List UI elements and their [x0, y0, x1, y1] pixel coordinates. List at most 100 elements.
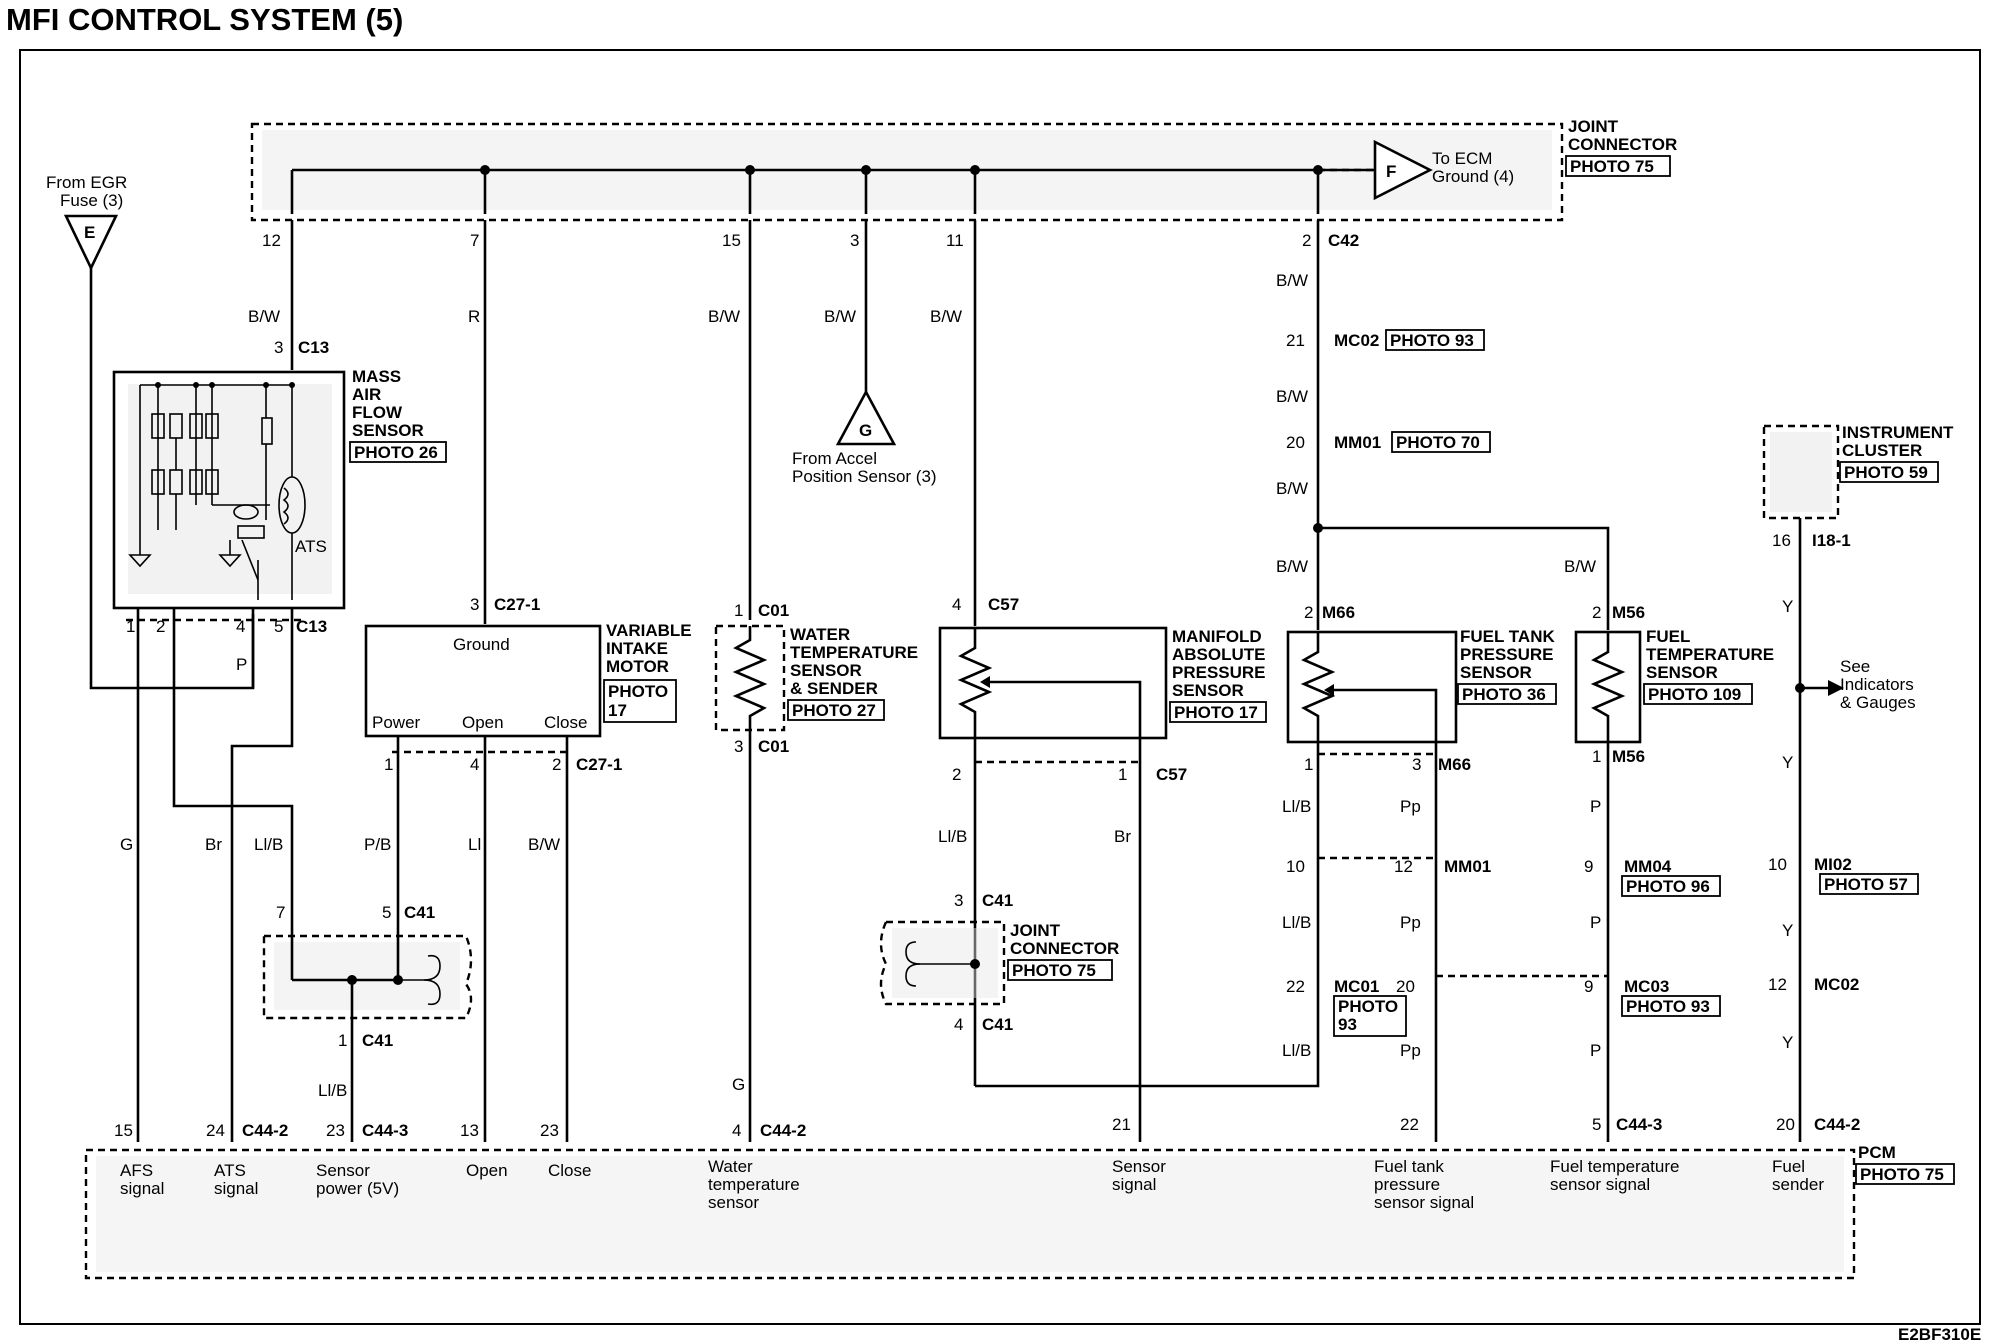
junction-dot [745, 165, 755, 175]
vim-power-label: Power [372, 713, 421, 732]
pin-number: 4 [470, 755, 479, 774]
connector-id: C41 [982, 891, 1013, 910]
wire-color: Ll/B [938, 827, 967, 846]
maf-title: SENSOR [352, 421, 424, 440]
connector-id: C44-3 [362, 1121, 408, 1140]
wire-color: P [1590, 913, 1601, 932]
photo-ref: PHOTO 26 [354, 443, 438, 462]
pin-number: 4 [236, 617, 245, 636]
pcm-pin-label: Sensor [316, 1161, 370, 1180]
wire-color: Pp [1400, 1041, 1421, 1060]
wire-color: P/B [364, 835, 391, 854]
ic-title: CLUSTER [1842, 441, 1922, 460]
pin-number: 15 [722, 231, 741, 250]
photo-ref: PHOTO [1338, 997, 1398, 1016]
pin-number: 10 [1286, 857, 1305, 876]
connector-id: C44-2 [1814, 1115, 1860, 1134]
pin-number: 23 [326, 1121, 345, 1140]
maf-title: FLOW [352, 403, 403, 422]
pcm-pin-label: Fuel [1772, 1157, 1805, 1176]
wire-color: P [1590, 1041, 1601, 1060]
pin-number: 2 [552, 755, 561, 774]
pin-number: 22 [1286, 977, 1305, 996]
shield-drain-icon [398, 954, 441, 981]
photo-ref: PHOTO 17 [1174, 703, 1258, 722]
junction-dot [861, 165, 871, 175]
pin-number: 3 [470, 595, 479, 614]
pin-number: 3 [734, 737, 743, 756]
connector-id: C44-3 [1616, 1115, 1662, 1134]
connector-id: C13 [296, 617, 327, 636]
connector-id: C27-1 [494, 595, 540, 614]
photo-ref: PHOTO 96 [1626, 877, 1710, 896]
map-title: MANIFOLD [1172, 627, 1262, 646]
pin-number: 5 [382, 903, 391, 922]
pcm-pin-label: sender [1772, 1175, 1824, 1194]
source-e-symbol: E [84, 223, 95, 242]
wire-color: Br [1114, 827, 1131, 846]
ground-f-symbol: F [1386, 162, 1396, 181]
ftp-title: FUEL TANK [1460, 627, 1555, 646]
wire-color: B/W [1276, 387, 1308, 406]
pin-number: 1 [1304, 755, 1313, 774]
pin-number: 5 [274, 617, 283, 636]
pin-number: 10 [1768, 855, 1787, 874]
junction-dot [970, 165, 980, 175]
pcm-pin-label: signal [1112, 1175, 1156, 1194]
vim-title: VARIABLE [606, 621, 692, 640]
from-accel-label: From Accel [792, 449, 877, 468]
top-joint-connector-box [250, 122, 1564, 222]
wire-bw-split [1318, 526, 1610, 630]
wire-color: R [468, 307, 480, 326]
photo-ref: PHOTO 59 [1844, 463, 1928, 482]
ftp-title: PRESSURE [1460, 645, 1554, 664]
pin-number: 20 [1396, 977, 1415, 996]
pcm-pin-label: temperature [708, 1175, 800, 1194]
connector-id: C01 [758, 601, 789, 620]
map-wiper [990, 680, 1142, 738]
pin-number: 4 [954, 1015, 963, 1034]
photo-ref: PHOTO 93 [1390, 331, 1474, 350]
pcm-pin-label: Sensor [1112, 1157, 1166, 1176]
wire-color: B/W [708, 307, 740, 326]
pin-number: 24 [206, 1121, 225, 1140]
connector-id: MC03 [1624, 977, 1669, 996]
pin-number: 2 [1592, 603, 1601, 622]
photo-ref: 17 [608, 701, 627, 720]
wire-color: B/W [1564, 557, 1596, 576]
connector-id: C01 [758, 737, 789, 756]
connector-id: C42 [1328, 231, 1359, 250]
connector-id: MI02 [1814, 855, 1852, 874]
ats-label: ATS [295, 537, 327, 556]
connector-id: MM01 [1444, 857, 1491, 876]
wire-color: Y [1782, 753, 1793, 772]
fts-title: TEMPERATURE [1646, 645, 1774, 664]
maf-title: AIR [352, 385, 381, 404]
pin-number: 3 [954, 891, 963, 910]
pin-number: 13 [460, 1121, 479, 1140]
vim-title: MOTOR [606, 657, 669, 676]
to-ecm-label: To ECM [1432, 149, 1492, 168]
ground-f-triangle-icon [1373, 139, 1433, 201]
pin-number: 20 [1776, 1115, 1795, 1134]
see-gauges-arrow-icon [1828, 680, 1844, 696]
pcm-pin-label: sensor signal [1374, 1193, 1474, 1212]
pin-number: 4 [732, 1121, 741, 1140]
fts-title: FUEL [1646, 627, 1690, 646]
joint-connector-label: JOINT [1010, 921, 1061, 940]
maf-title: MASS [352, 367, 401, 386]
connector-id: MM01 [1334, 433, 1381, 452]
pin-number: 2 [1302, 231, 1311, 250]
wire-color: Y [1782, 921, 1793, 940]
ftp-wiper [1334, 688, 1438, 742]
pcm-pin-label: AFS [120, 1161, 153, 1180]
vim-ground-label: Ground [453, 635, 510, 654]
pcm-title: PCM [1858, 1143, 1896, 1162]
photo-ref: PHOTO 75 [1570, 157, 1654, 176]
pin-number: 1 [1592, 747, 1601, 766]
wts-title: & SENDER [790, 679, 878, 698]
wire-color: Pp [1400, 913, 1421, 932]
to-ecm-label: Ground (4) [1432, 167, 1514, 186]
from-egr-label: From EGR [46, 173, 127, 192]
map-title: SENSOR [1172, 681, 1244, 700]
